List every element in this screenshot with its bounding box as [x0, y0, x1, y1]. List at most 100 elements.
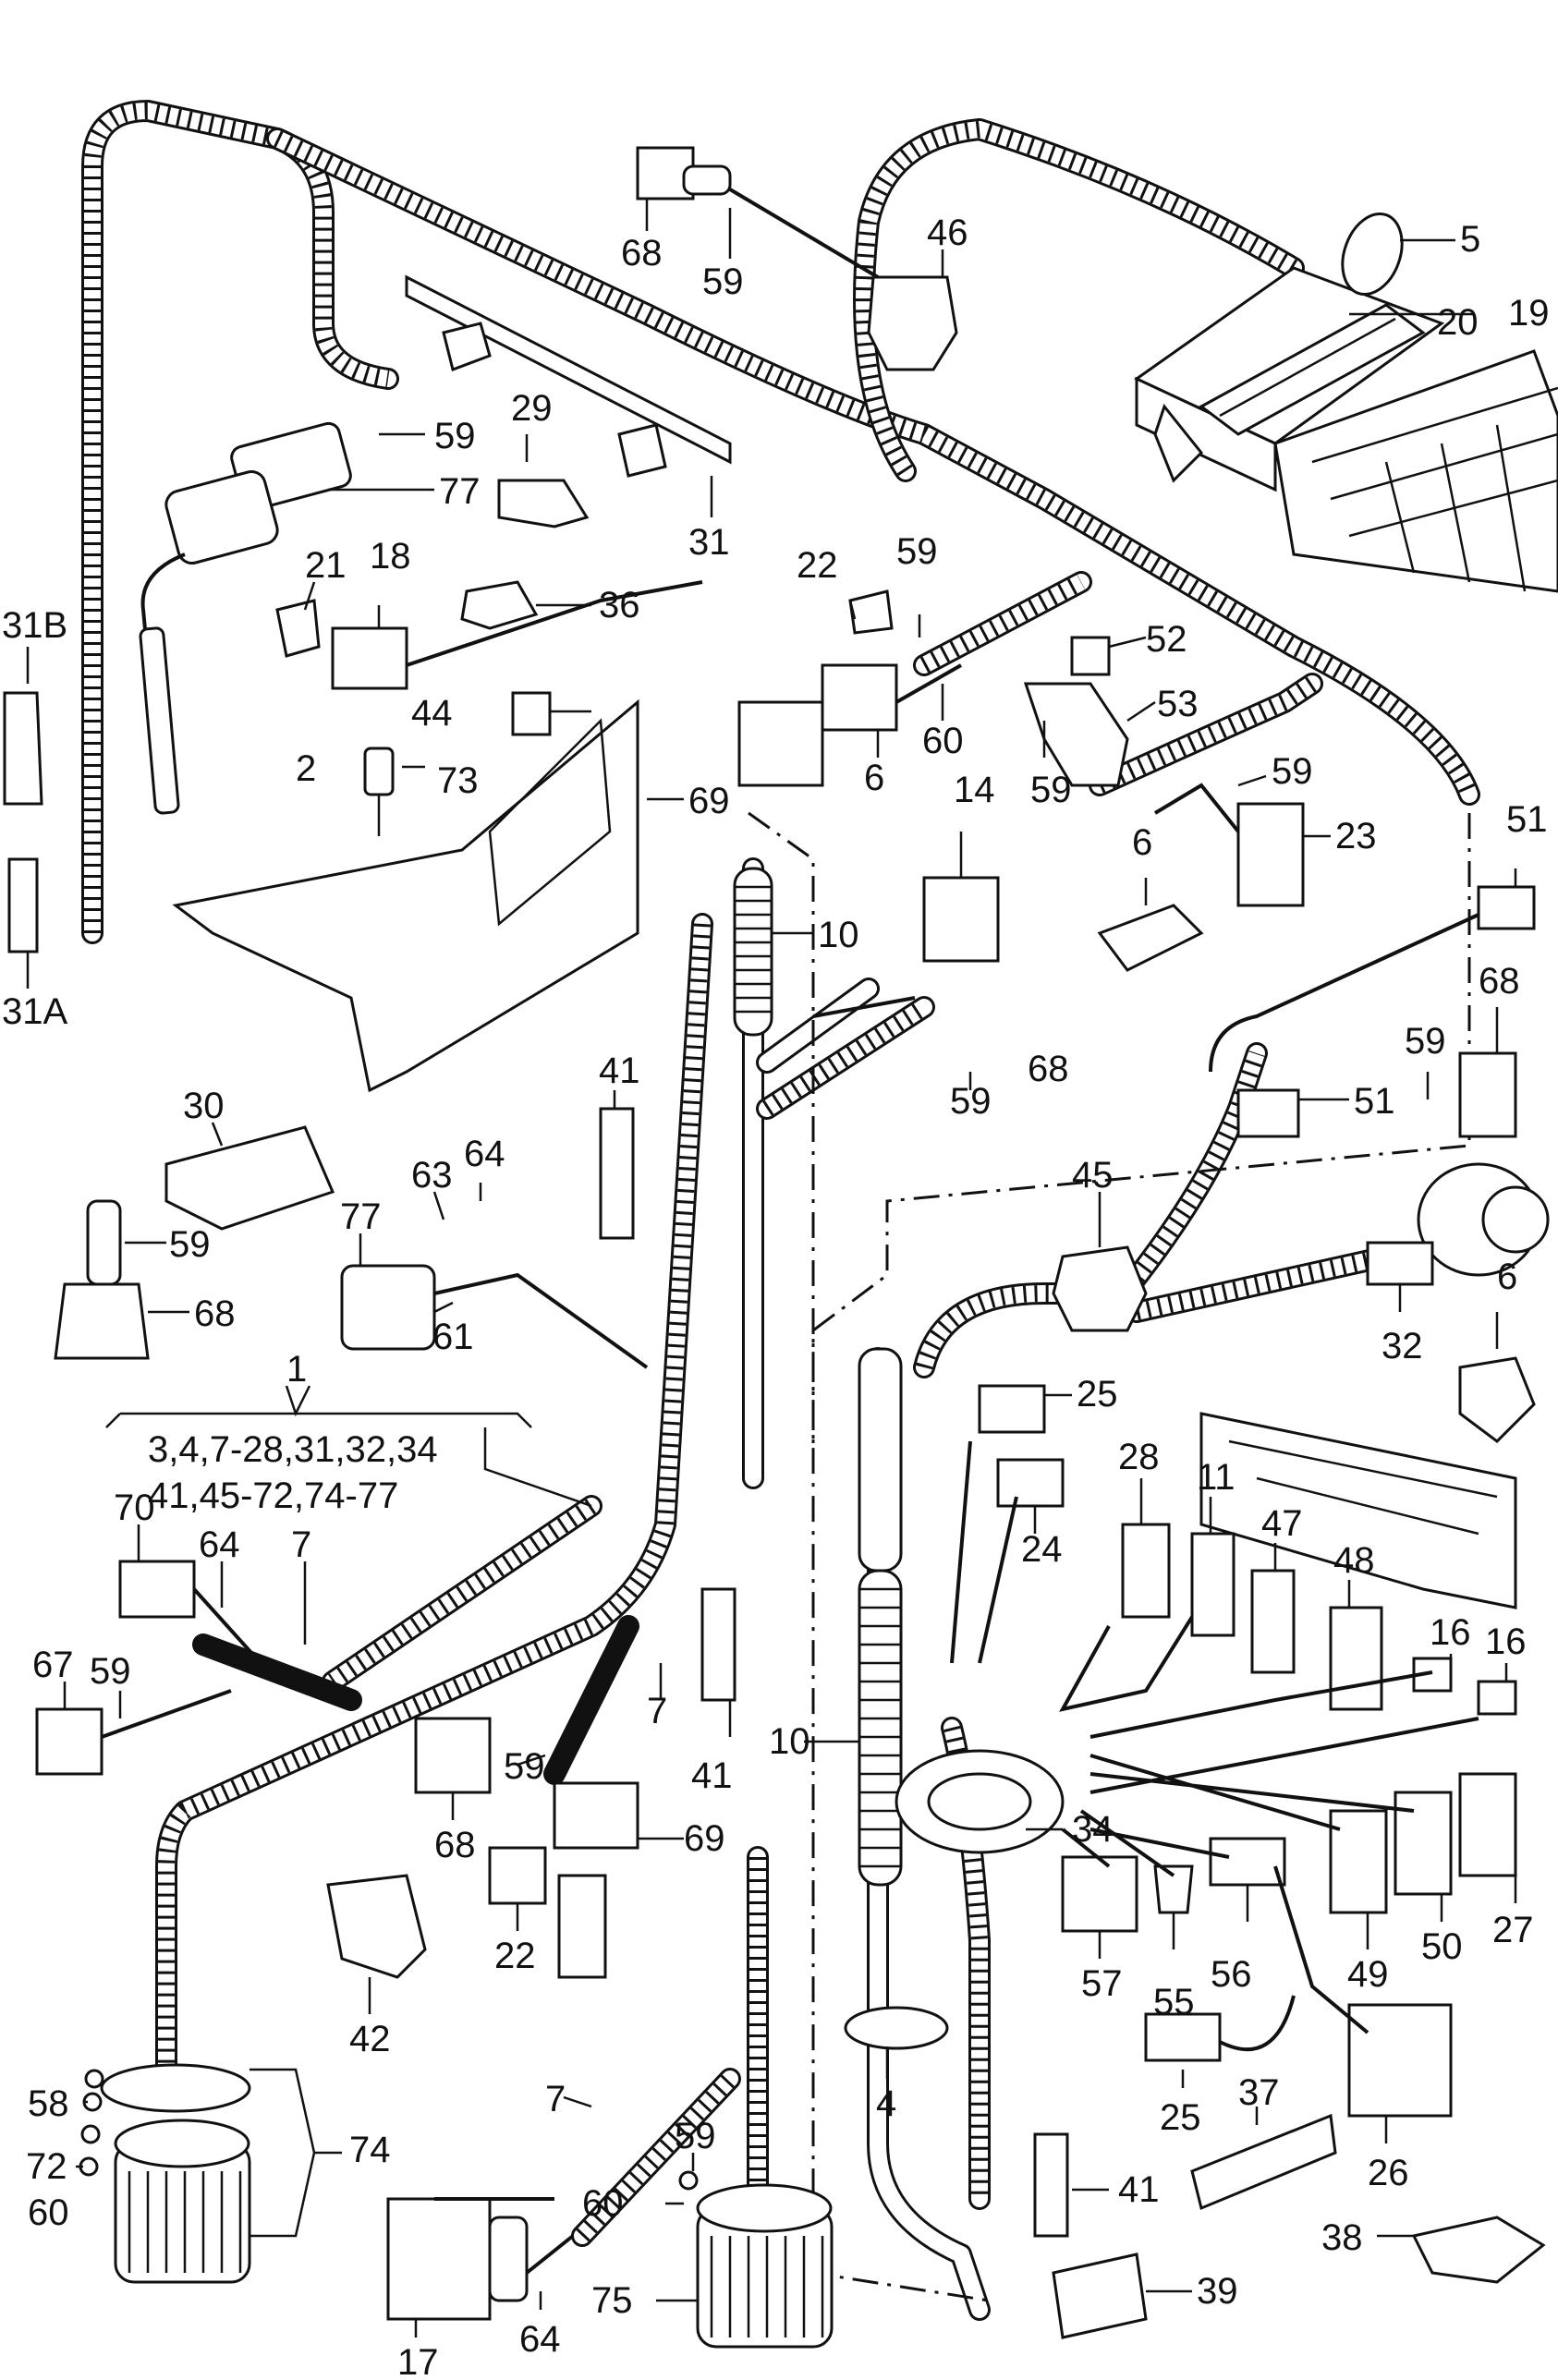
clip-38: [1411, 2216, 1546, 2284]
label-44: 44: [411, 693, 453, 734]
label-47: 47: [1261, 1503, 1303, 1544]
label-21: 21: [305, 545, 347, 586]
part-labels: 5 19 20 46 68 59 29 59 77 31 21 18 36 22…: [2, 212, 1550, 2380]
oxygen-sensor: [139, 626, 180, 815]
label-31B: 31B: [2, 605, 67, 646]
label-25: 25: [1077, 1374, 1118, 1415]
connector-25-bottom: [1144, 2012, 1222, 2062]
label-10: 10: [818, 915, 859, 955]
label-24: 24: [1021, 1529, 1063, 1570]
label-68: 68: [194, 1293, 236, 1334]
connector-52: [1070, 636, 1111, 676]
connector-48: [1329, 1606, 1383, 1711]
label-27: 27: [1492, 1910, 1534, 1950]
label-37: 37: [1238, 2072, 1280, 2113]
clip-42: [326, 1874, 427, 1979]
label-59: 59: [675, 2116, 716, 2156]
bracket-30: [164, 1125, 335, 1231]
connector-51-mid: [1236, 1088, 1300, 1138]
sleeve-31B: [3, 691, 43, 806]
label-64: 64: [199, 1524, 240, 1565]
label-59: 59: [1405, 1021, 1446, 1062]
label-19: 19: [1508, 293, 1550, 334]
clip-22-lower: [488, 1846, 547, 1905]
label-30: 30: [183, 1086, 225, 1126]
label-41: 41: [1118, 2169, 1160, 2210]
connector-68-lower: [414, 1717, 492, 1794]
grommet-46: [867, 275, 958, 371]
connector-28: [1121, 1523, 1171, 1619]
label-46: 46: [927, 212, 968, 253]
label-parts-group-2: 41,45-72,74-77: [148, 1475, 398, 1516]
connector-67: [35, 1707, 103, 1776]
clip-29: [497, 479, 590, 528]
label-59: 59: [702, 261, 744, 302]
label-36: 36: [599, 585, 640, 625]
label-59: 59: [896, 531, 938, 572]
label-4: 4: [876, 2083, 896, 2124]
label-28: 28: [1118, 1437, 1160, 1477]
label-59: 59: [950, 1081, 992, 1122]
label-59: 59: [504, 1746, 545, 1787]
connector-16b: [1477, 1680, 1517, 1716]
label-22: 22: [494, 1936, 536, 1976]
label-59: 59: [169, 1224, 211, 1265]
label-20: 20: [1437, 302, 1479, 343]
label-6: 6: [1132, 822, 1152, 863]
label-68: 68: [1028, 1049, 1069, 1089]
label-10: 10: [769, 1721, 810, 1762]
holder-41-lower: [1033, 2132, 1069, 2238]
sensor-connector: [557, 1874, 607, 1979]
label-17: 17: [397, 2342, 439, 2380]
sleeve-31A: [7, 857, 39, 953]
connector-23: [1236, 802, 1305, 907]
cable-tie-5: [1341, 212, 1404, 297]
connector-56: [1209, 1837, 1286, 1887]
connector-69-top: [821, 663, 898, 732]
terminal-55: [1153, 1864, 1194, 1914]
label-parts-group-1: 3,4,7-28,31,32,34: [148, 1429, 438, 1470]
connector-69-lower: [553, 1781, 639, 1850]
label-61: 61: [432, 1317, 474, 1357]
parts: [3, 146, 1558, 2349]
label-77: 77: [439, 471, 481, 512]
label-34: 34: [1072, 1809, 1114, 1850]
label-60: 60: [28, 2192, 69, 2233]
label-25: 25: [1160, 2097, 1201, 2138]
label-64: 64: [519, 2319, 561, 2360]
relay-box: [737, 700, 824, 787]
label-72: 72: [26, 2146, 67, 2187]
label-18: 18: [370, 536, 411, 577]
grommet-45: [1052, 1245, 1148, 1332]
connector-25-top: [978, 1384, 1046, 1434]
label-59: 59: [90, 1651, 131, 1692]
clip-22-top: [848, 589, 894, 635]
label-7: 7: [647, 1691, 667, 1731]
connector-47: [1250, 1569, 1296, 1674]
label-57: 57: [1081, 1963, 1123, 2004]
label-70: 70: [114, 1488, 155, 1528]
label-49: 49: [1347, 1954, 1389, 1995]
label-41: 41: [691, 1755, 733, 1796]
label-41: 41: [599, 1050, 640, 1091]
clip-21: [275, 599, 321, 658]
label-59: 59: [1272, 751, 1313, 792]
label-5: 5: [1460, 219, 1480, 260]
label-6: 14: [954, 770, 995, 810]
label-29: 29: [511, 388, 553, 429]
holder-41-mid: [700, 1587, 736, 1702]
cable-tie-4: [844, 2006, 949, 2050]
connector-70: [118, 1560, 196, 1619]
connector-24: [996, 1458, 1065, 1508]
connector-17: [386, 2197, 492, 2321]
label-6: 6: [1497, 1257, 1517, 1297]
connector-68-top: [636, 146, 695, 200]
label-39: 39: [1197, 2271, 1238, 2312]
label-58: 58: [28, 2083, 69, 2124]
label-64: 64: [464, 1134, 505, 1174]
label-53: 53: [1157, 684, 1199, 724]
corrugated-tube-10: [733, 867, 903, 1887]
connector-50: [1394, 1791, 1453, 1896]
label-68: 68: [621, 233, 663, 273]
label-16: 16: [1430, 1612, 1471, 1653]
